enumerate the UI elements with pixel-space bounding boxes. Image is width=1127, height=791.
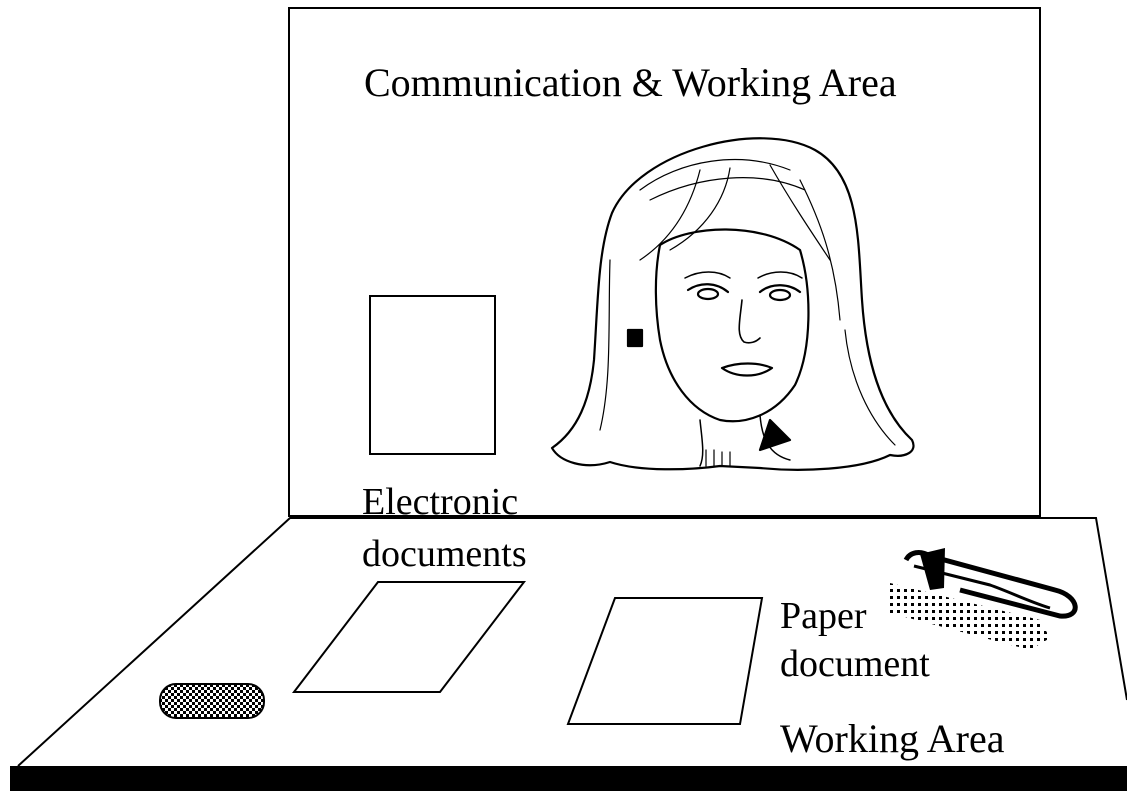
working-area-label: Working Area	[780, 716, 1005, 761]
electronic-documents-label-line2: documents	[362, 533, 527, 575]
electronic-document-desk	[294, 582, 524, 692]
paper-clip-icon	[886, 548, 1075, 650]
electronic-documents-label-line1: Electronic	[362, 481, 518, 523]
paper-document-label-line2: document	[780, 643, 930, 685]
desk-edge-bar	[10, 766, 1127, 791]
communication-screen: Communication & Working Area	[289, 8, 1040, 523]
electronic-document-screen	[370, 296, 495, 454]
paper-document-label-line1: Paper	[780, 595, 867, 637]
eraser-icon	[160, 684, 264, 718]
screen-title: Communication & Working Area	[364, 60, 897, 105]
desk-working-area: documents Paper document Working Area	[10, 518, 1127, 791]
paper-document	[568, 598, 762, 724]
